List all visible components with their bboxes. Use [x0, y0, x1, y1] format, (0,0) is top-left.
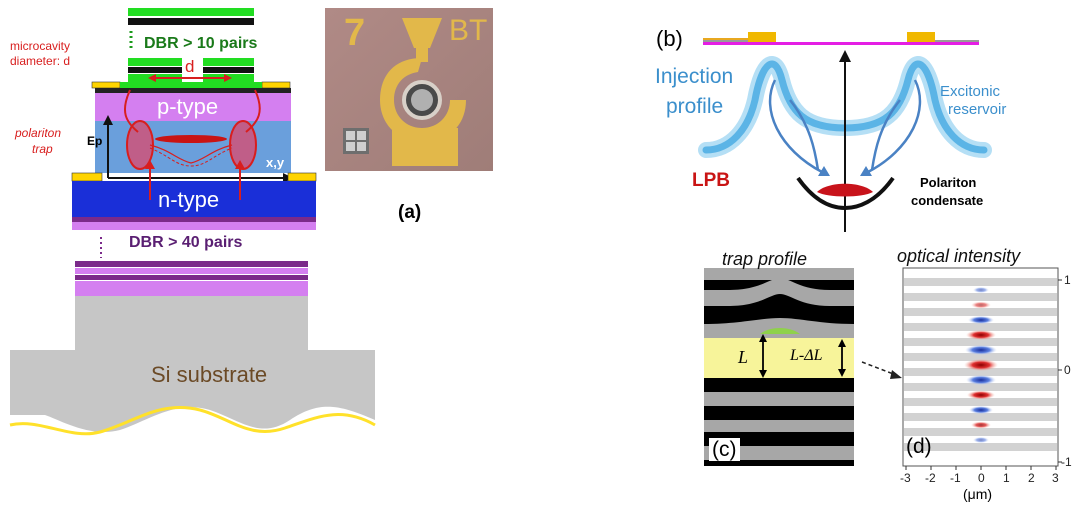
trap-right-ellipse [229, 120, 257, 170]
trap-profile-panel [704, 268, 902, 466]
active-region [95, 121, 291, 173]
optical-intensity-panel [902, 267, 1062, 470]
dbr-bottom-label: DBR > 40 pairs [129, 234, 243, 251]
diameter-label: d [185, 57, 195, 76]
top-mirror-line [703, 42, 979, 45]
dbr-top-right-block [203, 58, 254, 66]
intensity-mode [964, 287, 998, 443]
optical-intensity-title: optical intensity [897, 246, 1021, 266]
n-type-layer [72, 181, 316, 217]
injection-profile-label-2: profile [666, 95, 724, 118]
y-tick: 1 [1064, 273, 1071, 287]
panel-label-a: (a) [398, 202, 422, 223]
panel-label-d: (d) [906, 435, 932, 458]
dbr-top-layer [128, 18, 254, 25]
polariton-condensate-label-2: condensate [911, 193, 984, 208]
x-tick: 3 [1052, 471, 1059, 485]
trap-left-ellipse [126, 120, 154, 170]
trap-spacer-layer [704, 338, 854, 378]
photo-ring-electrode [380, 58, 466, 142]
substrate-label: Si substrate [151, 362, 268, 387]
x-tick: 1 [1003, 471, 1010, 485]
top-contact-right [261, 81, 291, 89]
polariton-trap-label-2: trap [32, 142, 53, 156]
trap-profile-title: trap profile [722, 249, 808, 269]
device-cross-section [9, 8, 376, 436]
excitonic-reservoir-label-2: reservoir [948, 101, 1007, 118]
photo-bottom-pad [392, 128, 458, 166]
photo-number: 7 [344, 12, 366, 54]
bottom-contact-right [287, 172, 317, 182]
bottom-contact-left [71, 172, 103, 182]
dbr-top-left-block [128, 58, 182, 66]
l-label: L [738, 347, 749, 367]
condensate-schematic [698, 32, 992, 232]
p-type-label: p-type [157, 94, 219, 119]
x-unit-label: (μm) [963, 486, 993, 502]
polariton-trap-label-1: polariton [15, 126, 62, 140]
device-photo [325, 8, 493, 171]
dbr-top-label: DBR > 10 pairs [144, 35, 258, 52]
photo-top-pad [402, 18, 442, 48]
lpb-curve [796, 176, 895, 211]
l-minus-dl-label: L-ΔL [790, 347, 823, 364]
top-contact-left [91, 81, 121, 89]
lpb-label: LPB [692, 170, 730, 191]
polariton-condensate-label-1: Polariton [920, 175, 977, 190]
x-tick: -1 [950, 471, 961, 485]
injection-profile-label-1: Injection [655, 65, 734, 88]
substrate-wavy-surface [9, 405, 376, 436]
photo-letters: BT [449, 14, 488, 47]
y-tick: -1 [1061, 455, 1072, 469]
panel-label-b: (b) [656, 26, 683, 51]
xy-axis-label: x,y [266, 155, 285, 170]
dbr-bottom-layer [75, 261, 308, 267]
y-tick: 0 [1064, 363, 1071, 377]
si-substrate [10, 296, 375, 433]
n-type-label: n-type [158, 187, 220, 212]
microcavity-label-1: microcavity [10, 39, 71, 53]
microcavity-label-2: diameter: d [10, 54, 71, 68]
x-tick: 0 [978, 471, 985, 485]
dbr-top-layer [128, 8, 254, 16]
panel-label-c: (c) [709, 438, 740, 461]
ep-axis-label: Ep [87, 134, 103, 148]
excitonic-reservoir-label-1: Excitonic [940, 83, 1001, 100]
x-tick: 2 [1028, 471, 1035, 485]
link-arrow [861, 361, 897, 376]
condensate-spot [155, 135, 227, 143]
x-tick: -3 [900, 471, 911, 485]
intensity-stripes [904, 278, 1057, 451]
condensate-blob [817, 183, 873, 197]
x-tick: -2 [925, 471, 936, 485]
